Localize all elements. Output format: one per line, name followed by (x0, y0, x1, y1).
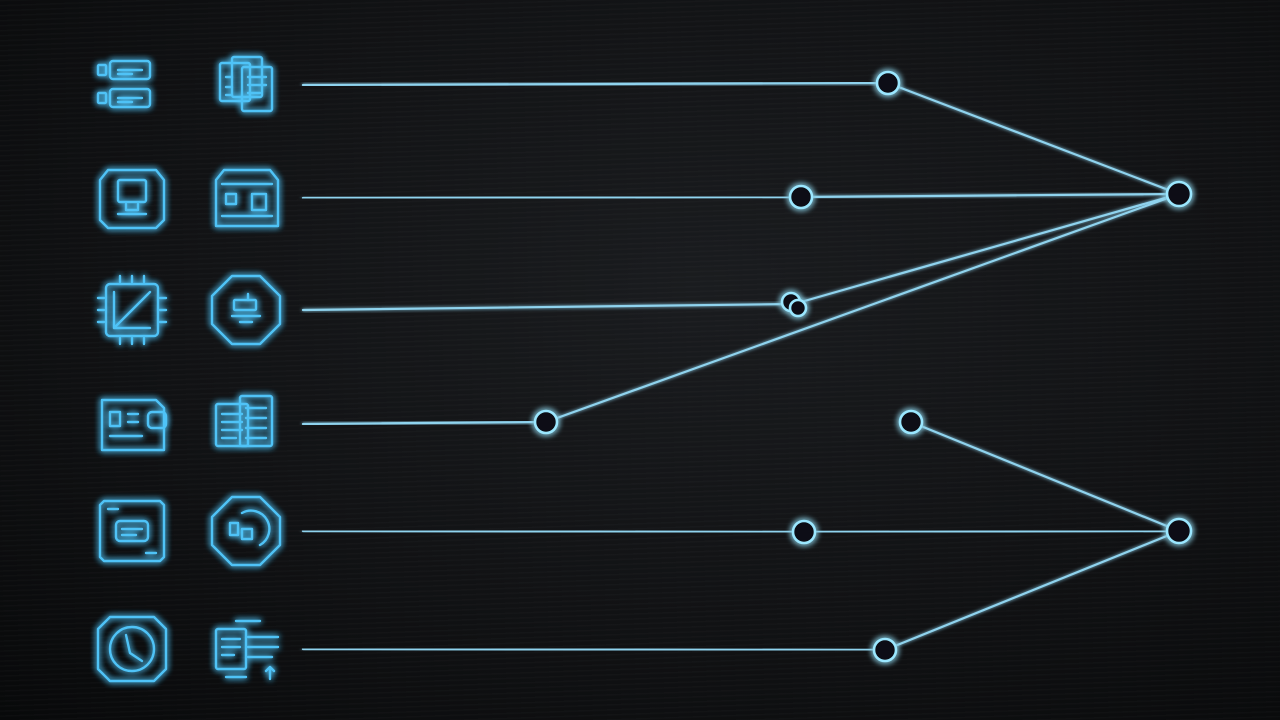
edge-n1-hub1 (886, 81, 1181, 196)
cpu-chip-icon (96, 274, 168, 346)
hub-node-hub1 (1165, 180, 1193, 208)
edge-n2-hub1 (799, 192, 1181, 199)
edge-r5-n6 (301, 529, 806, 534)
connections-layer (301, 81, 1181, 652)
computer-monitor-icon (98, 168, 166, 230)
edge-r4-n4 (301, 420, 548, 426)
junction-node-n7 (872, 637, 898, 663)
nodes-layer (533, 70, 1193, 663)
icons-column (96, 55, 282, 683)
edge-r3-n3 (301, 302, 796, 312)
edge-n5-hub2 (909, 420, 1181, 533)
server-chip-icon (98, 499, 166, 563)
edge-n6-hub2 (802, 529, 1181, 534)
junction-node-n3 (780, 291, 808, 318)
junction-node-n6 (791, 519, 817, 545)
files-icon (214, 394, 274, 448)
junction-node-n1 (875, 70, 901, 96)
clock-gauge-icon (96, 615, 168, 683)
chat-window-icon (100, 398, 168, 452)
settings-octagon-icon (210, 274, 282, 346)
edge-n4-hub1 (544, 192, 1181, 424)
junction-node-n5 (898, 409, 924, 435)
app-windows-icon (96, 59, 152, 109)
hub-node-hub2 (1165, 517, 1193, 545)
edge-r1-n1 (301, 81, 890, 87)
edge-n7-hub2 (883, 529, 1181, 652)
edge-r2-n2 (301, 195, 803, 200)
junction-node-n2 (788, 184, 814, 210)
document-stack-icon (218, 55, 274, 113)
junction-node-n4 (533, 409, 559, 435)
headset-octagon-icon (210, 495, 282, 567)
edge-n3-hub1 (792, 192, 1181, 306)
edge-r6-n7 (301, 647, 887, 652)
machine-box-icon (214, 168, 280, 228)
data-transfer-icon (214, 619, 280, 681)
